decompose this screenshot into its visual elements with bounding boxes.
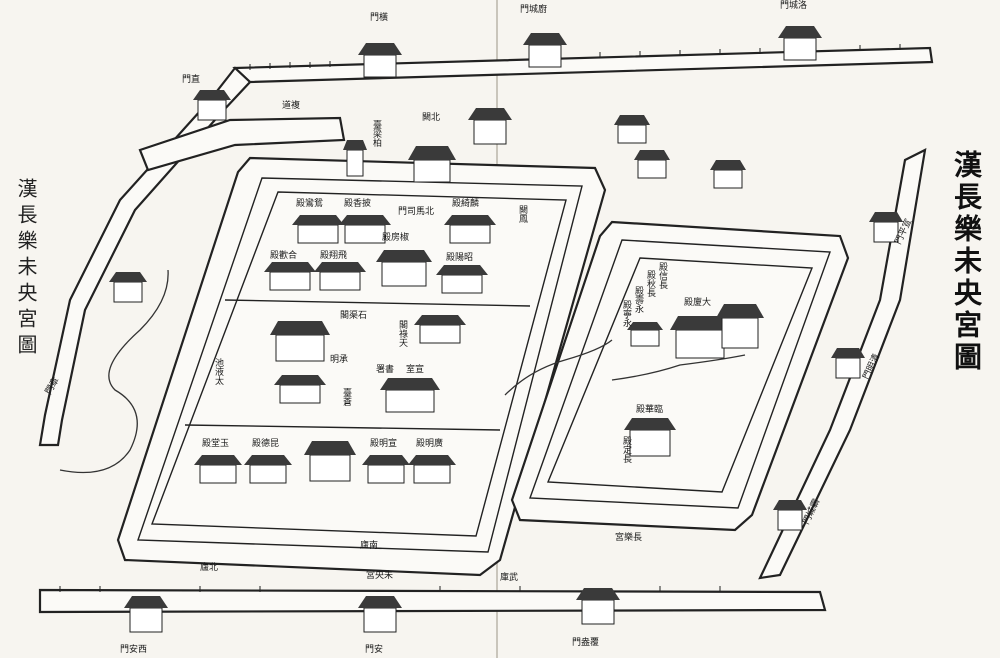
label-chang-tai: 臺蒼 bbox=[341, 387, 352, 407]
hall-guang-ming: 殿明廣 bbox=[416, 437, 443, 449]
gate-label-xi-an: 門安西 bbox=[120, 643, 147, 655]
changle-palace-wall bbox=[510, 220, 850, 532]
label-tai-ye: 池液太 bbox=[213, 357, 224, 386]
label-changle: 宮樂長 bbox=[615, 531, 642, 543]
map-title: 漢長樂未央宮圖 bbox=[950, 150, 983, 374]
label-covered-road: 道複 bbox=[282, 99, 300, 111]
hall-lin-hua: 殿華臨 bbox=[636, 403, 663, 415]
gate-label-zhi: 門直 bbox=[182, 73, 200, 85]
gate-towers bbox=[109, 26, 903, 633]
covered-road bbox=[138, 116, 346, 172]
channel bbox=[504, 339, 613, 396]
outer-city-wall bbox=[38, 44, 934, 614]
hall-yong-shou: 殿壽永 bbox=[633, 286, 644, 313]
hall-kun-de: 殿德昆 bbox=[252, 437, 279, 449]
gate-label-heng: 門橫 bbox=[370, 11, 388, 23]
label-weiyang: 宮央未 bbox=[366, 569, 393, 581]
hall-yong-ning: 殿寧永 bbox=[621, 300, 632, 327]
gate-label-fu-ang: 門盎覆 bbox=[572, 636, 599, 648]
hall-yu-tang: 殿堂玉 bbox=[202, 437, 229, 449]
hall-zhao-yang: 殿陽昭 bbox=[446, 252, 473, 263]
label-feng-que: 闕鳳 bbox=[517, 205, 528, 224]
gate-label-an: 門安 bbox=[365, 643, 383, 655]
label-tian-lu: 閣祿天 bbox=[397, 320, 408, 348]
pond-edge bbox=[611, 354, 746, 381]
hall-buildings bbox=[194, 108, 764, 484]
label-cheng-ming: 明承 bbox=[330, 354, 348, 365]
label-lu-bei: 廬北 bbox=[200, 561, 218, 573]
label-lu-nan: 廬南 bbox=[360, 539, 378, 551]
label-bei-que: 闕北 bbox=[422, 112, 440, 123]
seal-script-title: 漢長樂未央宮圖 bbox=[14, 178, 38, 360]
hall-xuan-ming: 殿明宣 bbox=[370, 437, 397, 449]
label-shi-qu: 閣渠石 bbox=[340, 309, 367, 321]
gate-label-luo: 門城洛 bbox=[780, 0, 807, 11]
river bbox=[59, 269, 169, 474]
hall-lin-qi: 殿綺麟 bbox=[452, 197, 479, 209]
label-bai-liang: 臺梁柏 bbox=[371, 119, 382, 148]
hall-he-huan: 殿歡合 bbox=[270, 249, 297, 261]
label-xuan-shi: 室宣 bbox=[406, 363, 424, 375]
hall-jiao-fang: 殿房椒 bbox=[382, 231, 409, 243]
hall-chang-ding: 殿定長 bbox=[621, 436, 632, 464]
label-shu-dian: 署書 bbox=[376, 363, 394, 375]
hall-chang-qiu: 殿秋長 bbox=[645, 270, 656, 298]
label-si-ma: 門司馬北 bbox=[398, 206, 434, 217]
gate-label-chu: 門城廚 bbox=[520, 3, 547, 15]
label-wu-ku: 庫武 bbox=[500, 571, 518, 583]
hall-yuan-luan: 殿鸞鴛 bbox=[296, 197, 323, 209]
hall-da-xia: 殿廈大 bbox=[684, 296, 711, 308]
hall-pi-xiang: 殿香披 bbox=[344, 197, 371, 209]
hall-fei-xiang: 殿翔飛 bbox=[320, 249, 347, 261]
hall-chang-xin: 殿信長 bbox=[657, 262, 668, 290]
weiyang-palace-wall bbox=[116, 156, 607, 577]
